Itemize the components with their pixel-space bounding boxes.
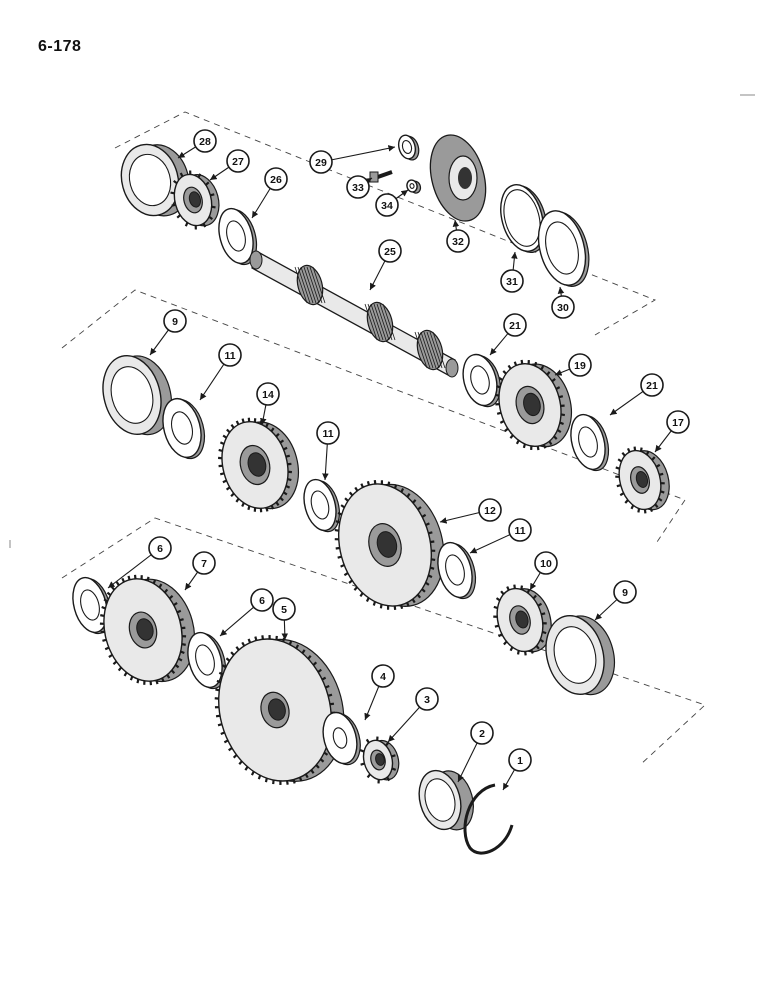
part-25-shaft bbox=[249, 250, 459, 378]
callout-6: 6 bbox=[107, 536, 172, 589]
part-3-bearing-cone bbox=[359, 736, 400, 784]
callout-label: 21 bbox=[646, 380, 658, 392]
callout-2: 2 bbox=[457, 721, 494, 783]
callout-label: 10 bbox=[540, 558, 552, 570]
part-4-thrust-washer bbox=[322, 711, 361, 766]
callout-label: 29 bbox=[315, 157, 327, 169]
callout-label: 5 bbox=[281, 604, 287, 616]
callout-7: 7 bbox=[184, 551, 216, 591]
callout-label: 6 bbox=[259, 595, 265, 607]
part-17-hub bbox=[615, 446, 670, 514]
callout-14: 14 bbox=[256, 382, 280, 426]
callout-label: 32 bbox=[452, 236, 464, 248]
parts-artwork bbox=[72, 134, 670, 855]
callout-9: 9 bbox=[149, 309, 187, 356]
callout-label: 17 bbox=[672, 417, 684, 429]
callout-11: 11 bbox=[199, 343, 242, 401]
callout-21: 21 bbox=[609, 373, 664, 416]
part-6-thrust-washer bbox=[72, 576, 112, 635]
callout-19: 19 bbox=[554, 353, 592, 377]
part-6-thrust-washer bbox=[187, 631, 227, 690]
callout-label: 11 bbox=[514, 525, 525, 537]
part-11-thrust-washer bbox=[303, 478, 340, 533]
callout-label: 25 bbox=[384, 246, 396, 258]
part-27-bearing-cone bbox=[170, 170, 220, 230]
callout-label: 9 bbox=[172, 316, 178, 328]
part-2-bearing-cup bbox=[418, 769, 474, 831]
callout-label: 2 bbox=[479, 728, 485, 740]
part-29-shim bbox=[397, 134, 420, 161]
callout-34: 34 bbox=[375, 189, 409, 217]
part-26-thrust-washer bbox=[218, 207, 258, 266]
callout-29: 29 bbox=[309, 145, 396, 174]
callout-30: 30 bbox=[551, 286, 575, 319]
part-34-nut bbox=[406, 179, 422, 194]
callout-4: 4 bbox=[364, 664, 395, 721]
callout-label: 19 bbox=[574, 360, 586, 372]
callout-1: 1 bbox=[502, 748, 532, 791]
callout-label: 6 bbox=[157, 543, 163, 555]
part-21-thrust-washer bbox=[462, 353, 501, 408]
part-21-thrust-washer bbox=[570, 413, 610, 472]
group-outline-middle bbox=[61, 289, 686, 546]
group-outline-top bbox=[114, 111, 657, 336]
callout-label: 9 bbox=[622, 587, 628, 599]
callout-11: 11 bbox=[316, 421, 340, 481]
callout-12: 12 bbox=[439, 498, 502, 524]
part-30-gasket bbox=[537, 210, 590, 287]
callout-label: 11 bbox=[224, 350, 235, 362]
callout-32: 32 bbox=[446, 219, 470, 253]
callout-21: 21 bbox=[489, 313, 527, 356]
page-number: 6-178 bbox=[38, 38, 82, 55]
part-10-hub bbox=[493, 584, 552, 656]
part-33-bolt bbox=[369, 170, 393, 183]
callout-10: 10 bbox=[529, 551, 558, 591]
part-19-gear bbox=[494, 359, 572, 451]
part-7-gear bbox=[99, 574, 196, 686]
part-11-thrust-washer bbox=[162, 397, 206, 460]
callout-3: 3 bbox=[387, 687, 439, 743]
callout-label: 33 bbox=[352, 182, 364, 194]
part-11-thrust-washer bbox=[437, 541, 477, 600]
callout-label: 34 bbox=[381, 200, 393, 212]
callout-27: 27 bbox=[209, 149, 250, 181]
callout-28: 28 bbox=[177, 129, 217, 159]
callout-11: 11 bbox=[469, 518, 532, 554]
callout-26: 26 bbox=[251, 167, 288, 219]
part-14-gear bbox=[217, 417, 299, 513]
part-9-coupler bbox=[545, 614, 615, 696]
callout-label: 11 bbox=[322, 428, 333, 440]
callout-25: 25 bbox=[369, 239, 402, 291]
callout-label: 30 bbox=[557, 302, 569, 314]
callout-31: 31 bbox=[500, 251, 524, 293]
group-outline-bottom bbox=[61, 517, 706, 766]
part-1-snap-ring bbox=[463, 783, 514, 855]
callout-33: 33 bbox=[346, 175, 373, 199]
callout-label: 21 bbox=[509, 320, 521, 332]
callout-label: 14 bbox=[262, 389, 274, 401]
callout-label: 12 bbox=[484, 505, 496, 517]
callout-6: 6 bbox=[219, 588, 274, 637]
group-outlines bbox=[61, 111, 706, 766]
part-32-retainer bbox=[429, 134, 487, 222]
part-31-o-ring bbox=[500, 184, 548, 254]
callout-label: 31 bbox=[506, 276, 518, 288]
callout-17: 17 bbox=[654, 410, 690, 453]
callout-label: 7 bbox=[201, 558, 207, 570]
callout-5: 5 bbox=[272, 597, 296, 641]
part-9-coupler bbox=[102, 354, 172, 436]
callout-label: 28 bbox=[199, 136, 211, 148]
callout-label: 1 bbox=[517, 755, 523, 767]
part-12-gear bbox=[334, 479, 445, 611]
callout-9: 9 bbox=[594, 580, 637, 621]
callout-label: 4 bbox=[380, 671, 386, 683]
callout-label: 26 bbox=[270, 174, 282, 186]
callout-label: 3 bbox=[424, 694, 430, 706]
callout-label: 27 bbox=[232, 156, 244, 168]
callouts: 2827262933343231302521911141112111921176… bbox=[107, 129, 690, 791]
part-5-large-gear bbox=[214, 635, 345, 785]
